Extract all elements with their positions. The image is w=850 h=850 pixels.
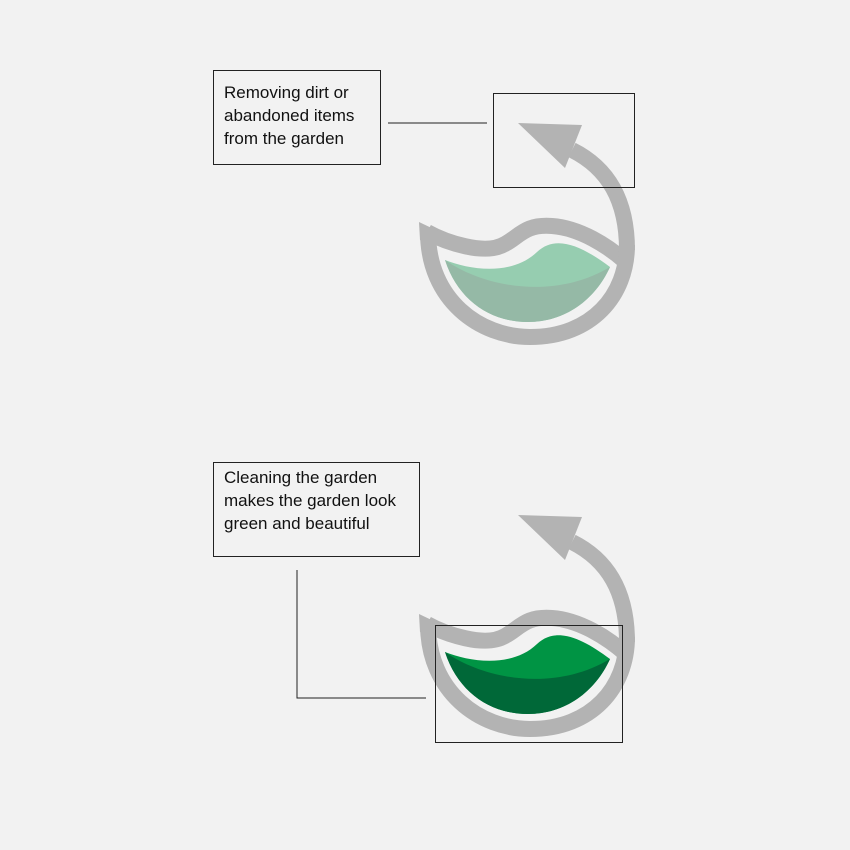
caption-line: Removing dirt or (224, 83, 349, 102)
caption-line: makes the garden look (224, 491, 396, 510)
caption-line: abandoned items (224, 106, 355, 125)
garden-icon-faded (419, 123, 627, 337)
connector-line (296, 570, 426, 699)
caption-line: green and beautiful (224, 514, 370, 533)
highlight-box-leaf (435, 625, 623, 743)
caption-box-removing-dirt: Removing dirt or abandoned items from th… (213, 70, 381, 165)
leaf-dark (445, 652, 610, 714)
caption-line: from the garden (224, 129, 345, 148)
highlight-box-arrow (493, 93, 635, 188)
caption-box-cleaning-garden: Cleaning the garden makes the garden loo… (213, 462, 420, 557)
leaf-shadow (445, 260, 610, 322)
garden-icon-green (419, 515, 627, 729)
caption-line: Cleaning the garden (224, 468, 378, 487)
